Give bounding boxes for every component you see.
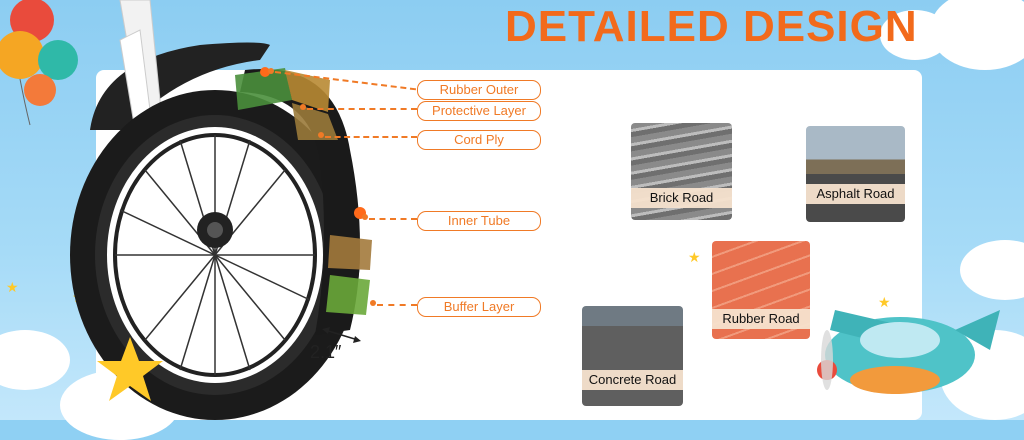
airplane-illustration	[817, 310, 1000, 394]
page-title: DETAILED DESIGN	[505, 2, 918, 51]
layer-label-cord-ply: Cord Ply	[417, 130, 541, 150]
star-icon: ★	[688, 249, 701, 265]
road-label: Concrete Road	[582, 370, 683, 390]
road-label: Asphalt Road	[806, 184, 905, 204]
road-label: Brick Road	[631, 188, 732, 208]
layer-label-inner-tube: Inner Tube	[417, 211, 541, 231]
callout-dot	[300, 104, 306, 110]
star-icon: ★	[878, 294, 891, 310]
layer-label-protective-layer: Protective Layer	[417, 101, 541, 121]
tire-width-label: 2.1″	[310, 342, 342, 362]
road-sample-rubber: Rubber Road	[712, 241, 810, 339]
road-sample-concrete: Concrete Road	[582, 306, 683, 406]
layer-label-buffer-layer: Buffer Layer	[417, 297, 541, 317]
balloons-illustration	[0, 0, 78, 126]
callout-line	[307, 108, 417, 110]
cloud	[960, 240, 1024, 300]
cartoon-star-illustration	[97, 337, 163, 401]
cloud	[0, 330, 70, 390]
callout-dot	[370, 300, 376, 306]
layer-label-rubber-outer: Rubber Outer	[417, 80, 541, 100]
bicycle-wheel-illustration	[70, 0, 372, 420]
cloud	[880, 10, 950, 60]
callout-dot	[268, 68, 274, 74]
road-sample-brick: Brick Road	[631, 123, 732, 220]
callout-dot	[318, 132, 324, 138]
road-label: Rubber Road	[712, 309, 810, 329]
callout-line	[377, 304, 417, 306]
callout-dot	[362, 214, 368, 220]
callout-line	[369, 218, 417, 220]
road-sample-asphalt: Asphalt Road	[806, 126, 905, 222]
star-icon: ★	[6, 279, 19, 295]
callout-line	[325, 136, 417, 138]
